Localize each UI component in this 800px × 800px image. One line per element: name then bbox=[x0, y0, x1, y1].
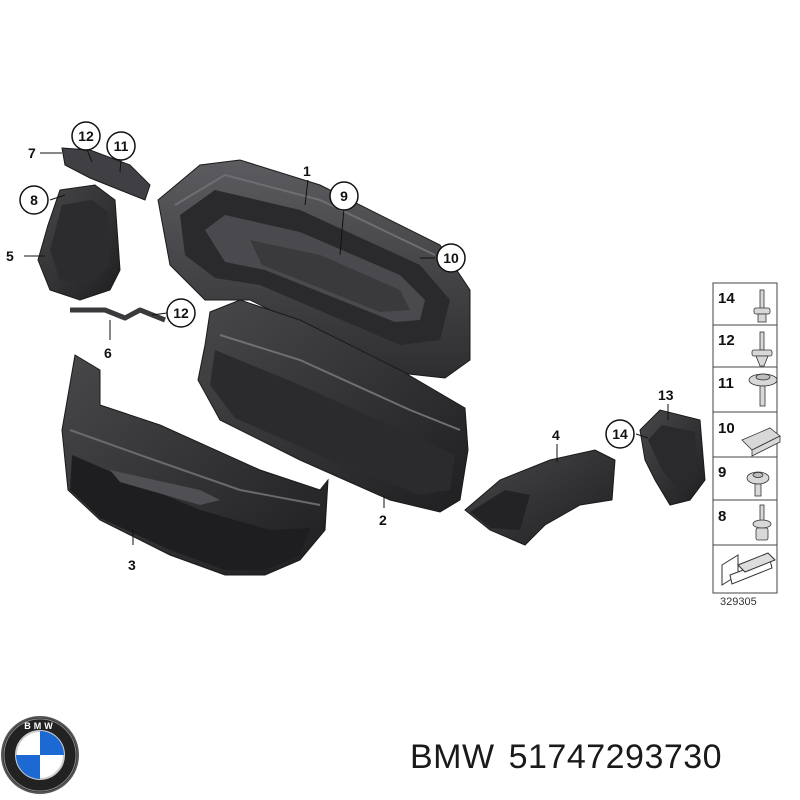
fastener-legend: 14 12 11 10 9 8 bbox=[712, 282, 781, 608]
callout-1-label: 1 bbox=[303, 163, 311, 179]
callout-3: 3 bbox=[128, 557, 136, 573]
bmw-logo-lettering: BMW bbox=[24, 721, 56, 731]
part-1-air-duct-frame bbox=[157, 159, 471, 379]
callout-12-top: 12 bbox=[71, 121, 101, 151]
part-13-side-bracket bbox=[639, 409, 706, 506]
push-rivet-icon bbox=[753, 289, 771, 323]
callout-3-label: 3 bbox=[128, 557, 136, 573]
part-5-left-duct bbox=[37, 184, 121, 301]
callout-6: 6 bbox=[104, 345, 112, 361]
legend-row-5-label: 9 bbox=[718, 464, 726, 481]
expansion-rivet-icon bbox=[751, 331, 773, 367]
callout-2: 2 bbox=[379, 512, 387, 528]
callout-7-label: 7 bbox=[28, 145, 36, 161]
callout-9: 9 bbox=[329, 181, 359, 211]
callout-1: 1 bbox=[303, 163, 311, 179]
callout-10-label: 10 bbox=[443, 250, 459, 266]
callout-9-label: 9 bbox=[340, 188, 348, 204]
callout-11: 11 bbox=[106, 131, 136, 161]
part-3-lower-air-guide bbox=[61, 354, 329, 576]
callout-8-label: 8 bbox=[30, 192, 38, 208]
callout-14-label: 14 bbox=[612, 426, 628, 442]
callout-12-mid: 12 bbox=[166, 298, 196, 328]
callout-7: 7 bbox=[28, 145, 36, 161]
callout-8: 8 bbox=[19, 185, 49, 215]
brand-name: BMW bbox=[410, 738, 495, 776]
legend-row-6-label: 8 bbox=[718, 508, 726, 525]
direction-arrow-icon bbox=[721, 552, 776, 586]
legend-row-2-label: 12 bbox=[718, 332, 735, 349]
callout-10: 10 bbox=[436, 243, 466, 273]
bmw-logo: BMW bbox=[1, 716, 79, 794]
flange-bolt-icon bbox=[746, 471, 770, 497]
callout-13-label: 13 bbox=[658, 387, 674, 403]
part-number: 51747293730 bbox=[508, 738, 723, 776]
callout-4: 4 bbox=[552, 427, 560, 443]
callout-12-mid-label: 12 bbox=[173, 305, 189, 321]
callout-2-label: 2 bbox=[379, 512, 387, 528]
spring-nut-icon bbox=[741, 427, 781, 457]
part-2-middle-panel bbox=[197, 299, 469, 513]
part-caption: BMW 51747293730 bbox=[410, 738, 736, 777]
callout-14: 14 bbox=[605, 419, 635, 449]
clip-screw-icon bbox=[752, 504, 772, 541]
part-4-side-air-duct bbox=[464, 449, 616, 546]
callout-12-top-label: 12 bbox=[78, 128, 94, 144]
legend-row-1-label: 14 bbox=[718, 290, 735, 307]
legend-row-3-label: 11 bbox=[718, 375, 734, 392]
part-7-bracket bbox=[61, 147, 151, 201]
callout-11-label: 11 bbox=[114, 138, 129, 154]
callout-5-label: 5 bbox=[6, 248, 14, 264]
part-6-strap bbox=[70, 307, 166, 323]
diagram-reference-number: 329305 bbox=[720, 596, 757, 608]
callout-6-label: 6 bbox=[104, 345, 112, 361]
callout-5: 5 bbox=[6, 248, 14, 264]
callout-13: 13 bbox=[658, 387, 674, 403]
legend-row-4-label: 10 bbox=[718, 420, 735, 437]
washer-screw-icon bbox=[748, 373, 778, 407]
callout-4-label: 4 bbox=[552, 427, 560, 443]
